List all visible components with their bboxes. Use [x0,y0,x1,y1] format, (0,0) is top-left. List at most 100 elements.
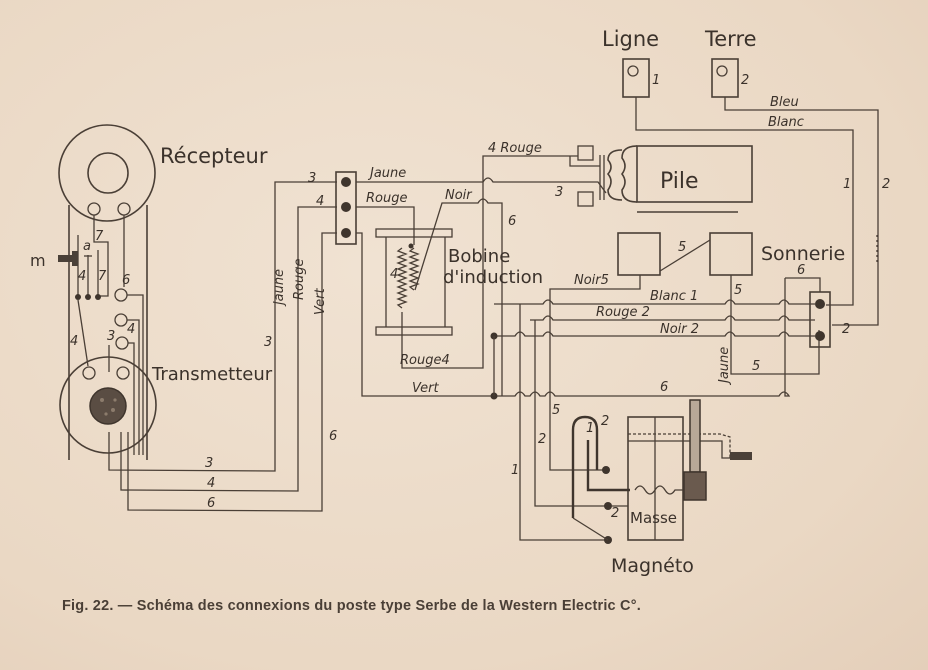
label-2-magneto: 2 [538,432,546,447]
switch-contact-2 [85,294,91,300]
label-blanc: Blanc [768,115,804,130]
label-7-switch: 7 [98,269,107,284]
terminal-6 [114,288,128,302]
label-4-left: 4 [70,334,78,349]
label-4-terminal: 4 [127,322,135,337]
coil-label-line2: d'induction [443,267,543,288]
wire-5-bell [659,239,711,272]
label-5-sonnerie: 5 [734,283,742,298]
battery-cap-inner [606,149,623,201]
receiver-terminal-left [87,202,101,216]
magneto-spring-loop [571,415,599,518]
label-6-cord: 6 [207,496,215,511]
bell-coil-left [617,232,661,276]
bell-label: Sonnerie [761,243,845,265]
wire-2-magneto [534,320,608,507]
magneto-contact [586,440,630,492]
granule [100,398,104,402]
magneto [571,399,752,544]
wire-6-down [127,294,144,455]
label-noir5: Noir5 [574,273,609,288]
terminal-block-4 [341,202,351,212]
label-5-bell: 5 [678,240,686,255]
label-4-switch: 4 [78,269,86,284]
label-m: m [30,251,46,270]
battery-box [636,145,753,203]
magneto-label: Magnéto [611,555,694,577]
wire-pile-top [568,155,600,167]
wire-6-cord [127,232,337,512]
label-rouge-vertical: Rouge [292,259,307,300]
label-1-line: 1 [652,73,660,88]
label-3-cord: 3 [205,456,213,471]
switch-hook-m-icon [58,251,78,266]
terminal-block [335,171,357,245]
battery [577,145,753,213]
label-3-top: 3 [308,171,316,186]
label-rouge-top: Rouge [366,191,407,206]
wire-rouge-coil [356,206,415,245]
bell-coil-right [709,232,753,276]
label-6-vert: 6 [329,429,337,444]
wire-6-sonnerie-top [785,277,821,292]
wire-4-down [127,319,140,455]
earth-label: Terre [704,27,757,51]
bell-terminal-1 [815,299,825,309]
earth-terminal [711,58,739,98]
receiver-outer-circle [58,124,156,222]
wire-6-long [494,278,791,397]
figure-caption: Fig. 22. — Schéma des connexions du post… [62,598,641,614]
battery-terminal-bottom [577,191,594,207]
wire-blanc [635,97,854,306]
label-1-magneto: 1 [511,463,519,478]
wire-4-diag [77,299,89,367]
coil-secondary-winding-icon [408,247,420,291]
granule [113,398,117,402]
label-noir2: Noir 2 [660,322,699,337]
label-2-right: 2 [882,177,890,192]
terminal-block-3 [341,177,351,187]
label-blanc1: Blanc 1 [650,289,698,304]
magneto-handle-icon [730,452,752,460]
wire-rouge4 [401,155,568,369]
magneto-shaft [628,433,731,458]
terminal-3 [115,336,129,350]
wire-jaune-5 [730,275,820,375]
terminal-block-6 [341,228,351,238]
granule [104,412,108,416]
label-rouge4-bottom: Rouge4 [400,353,450,368]
transmitter [59,356,157,454]
label-bleu: Bleu [770,95,799,110]
earth-terminal-screw [716,65,728,77]
granule [111,408,115,412]
transmitter-carbon-granules-icon [89,387,127,425]
coil-label-line1: Bobine [448,246,510,267]
coil-bottom-plate [375,326,453,336]
transmitter-terminal-right [116,366,130,380]
battery-terminals [599,155,605,200]
label-jaune-sonnerie: Jaune [717,347,732,386]
wire-1-magneto [519,304,608,541]
switch-contact-1 [75,294,81,300]
wire-vert [356,232,494,397]
transmitter-terminal-left [82,366,96,380]
line-label: Ligne [602,27,659,51]
wire-3-cord [108,181,337,472]
wire-7 [93,215,109,297]
label-noir-top: Noir [445,188,473,203]
label-4-coil: 4 [390,267,398,282]
line-terminal [622,58,650,98]
label-6-terminal: 6 [122,273,130,288]
coil-core [385,237,446,327]
label-4-rouge-pile: 4 Rouge [488,141,542,156]
label-5-bottom: 5 [752,359,760,374]
label-3-terminal: 3 [107,329,115,344]
label-3-vert: 3 [264,335,272,350]
magneto-link [572,505,628,541]
magneto-contact-5 [602,466,610,474]
terminal-4 [114,313,128,327]
label-6-sonnerie: 6 [797,263,805,278]
label-a: a [83,239,91,254]
